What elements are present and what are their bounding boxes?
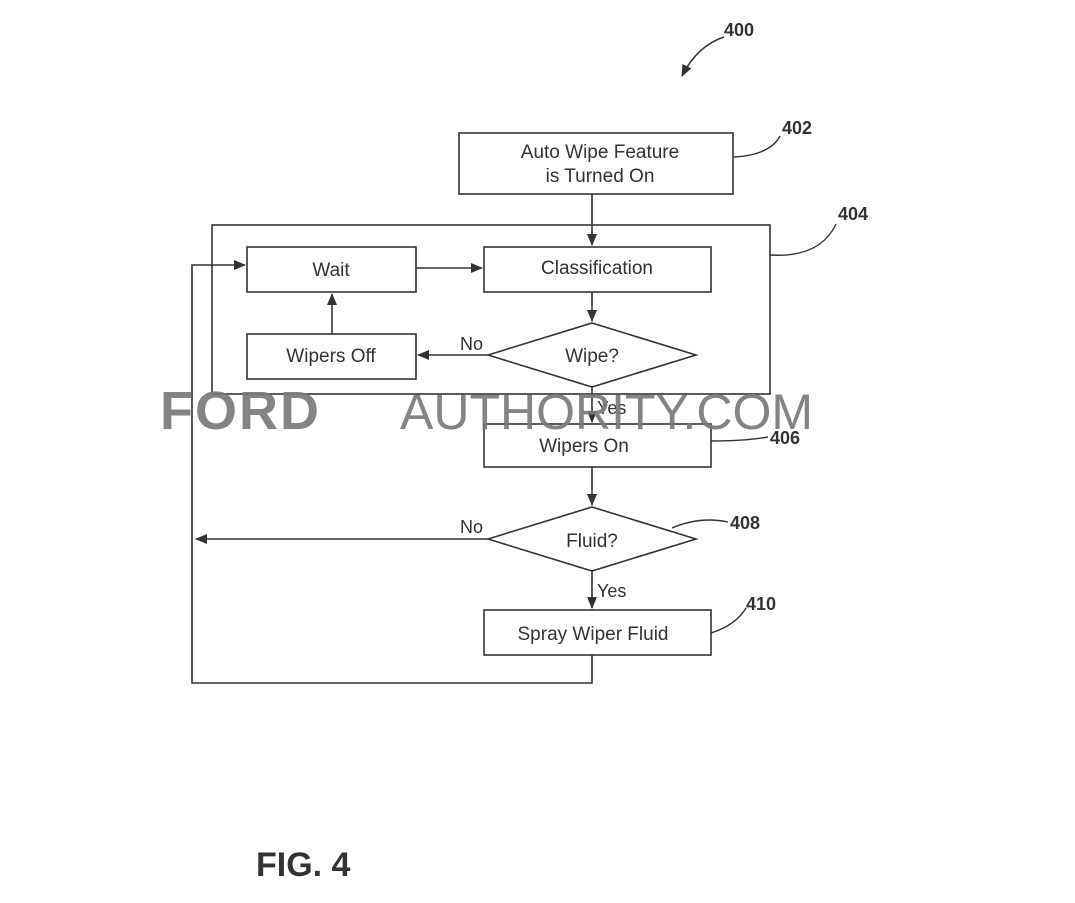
- start-node-line-1: Auto Wipe Feature: [521, 142, 679, 163]
- figure-ref-arrow: [682, 37, 724, 76]
- ref-402-leader: [734, 136, 780, 157]
- wipers-off-label: Wipers Off: [286, 346, 376, 367]
- ref-410-leader: [711, 608, 746, 633]
- wait-node-label: Wait: [312, 260, 350, 281]
- figure-caption: FIG. 4: [256, 846, 351, 884]
- wipe-decision-node: Wipe?: [488, 323, 696, 387]
- edge-wipe-no-label: No: [460, 334, 483, 354]
- start-node: Auto Wipe Feature is Turned On: [459, 133, 733, 194]
- watermark-brand: FORD: [160, 381, 321, 441]
- fluid-decision-label: Fluid?: [566, 531, 618, 552]
- edge-fluid-yes-label: Yes: [597, 581, 626, 601]
- edge-fluid-no-label: No: [460, 517, 483, 537]
- spray-node-label: Spray Wiper Fluid: [518, 624, 669, 645]
- figure-reference: 400: [682, 20, 754, 76]
- ref-408-leader: [672, 520, 728, 528]
- ref-402-label: 402: [782, 118, 812, 138]
- classification-node-label: Classification: [541, 258, 653, 279]
- wipers-off-node: Wipers Off: [247, 334, 416, 379]
- watermark-domain: AUTHORITY.COM: [400, 384, 813, 440]
- ref-404-label: 404: [838, 204, 868, 224]
- watermark: FORD AUTHORITY.COM: [160, 381, 813, 441]
- ref-408-label: 408: [730, 513, 760, 533]
- start-node-line-2: is Turned On: [546, 166, 655, 187]
- ref-404-leader: [770, 224, 836, 255]
- wipe-decision-label: Wipe?: [565, 346, 619, 367]
- figure-ref-label: 400: [724, 20, 754, 40]
- classification-node: Classification: [484, 247, 711, 292]
- wait-node: Wait: [247, 247, 416, 292]
- ref-410-label: 410: [746, 594, 776, 614]
- fluid-decision-node: Fluid?: [488, 507, 696, 571]
- spray-node: Spray Wiper Fluid: [484, 610, 711, 655]
